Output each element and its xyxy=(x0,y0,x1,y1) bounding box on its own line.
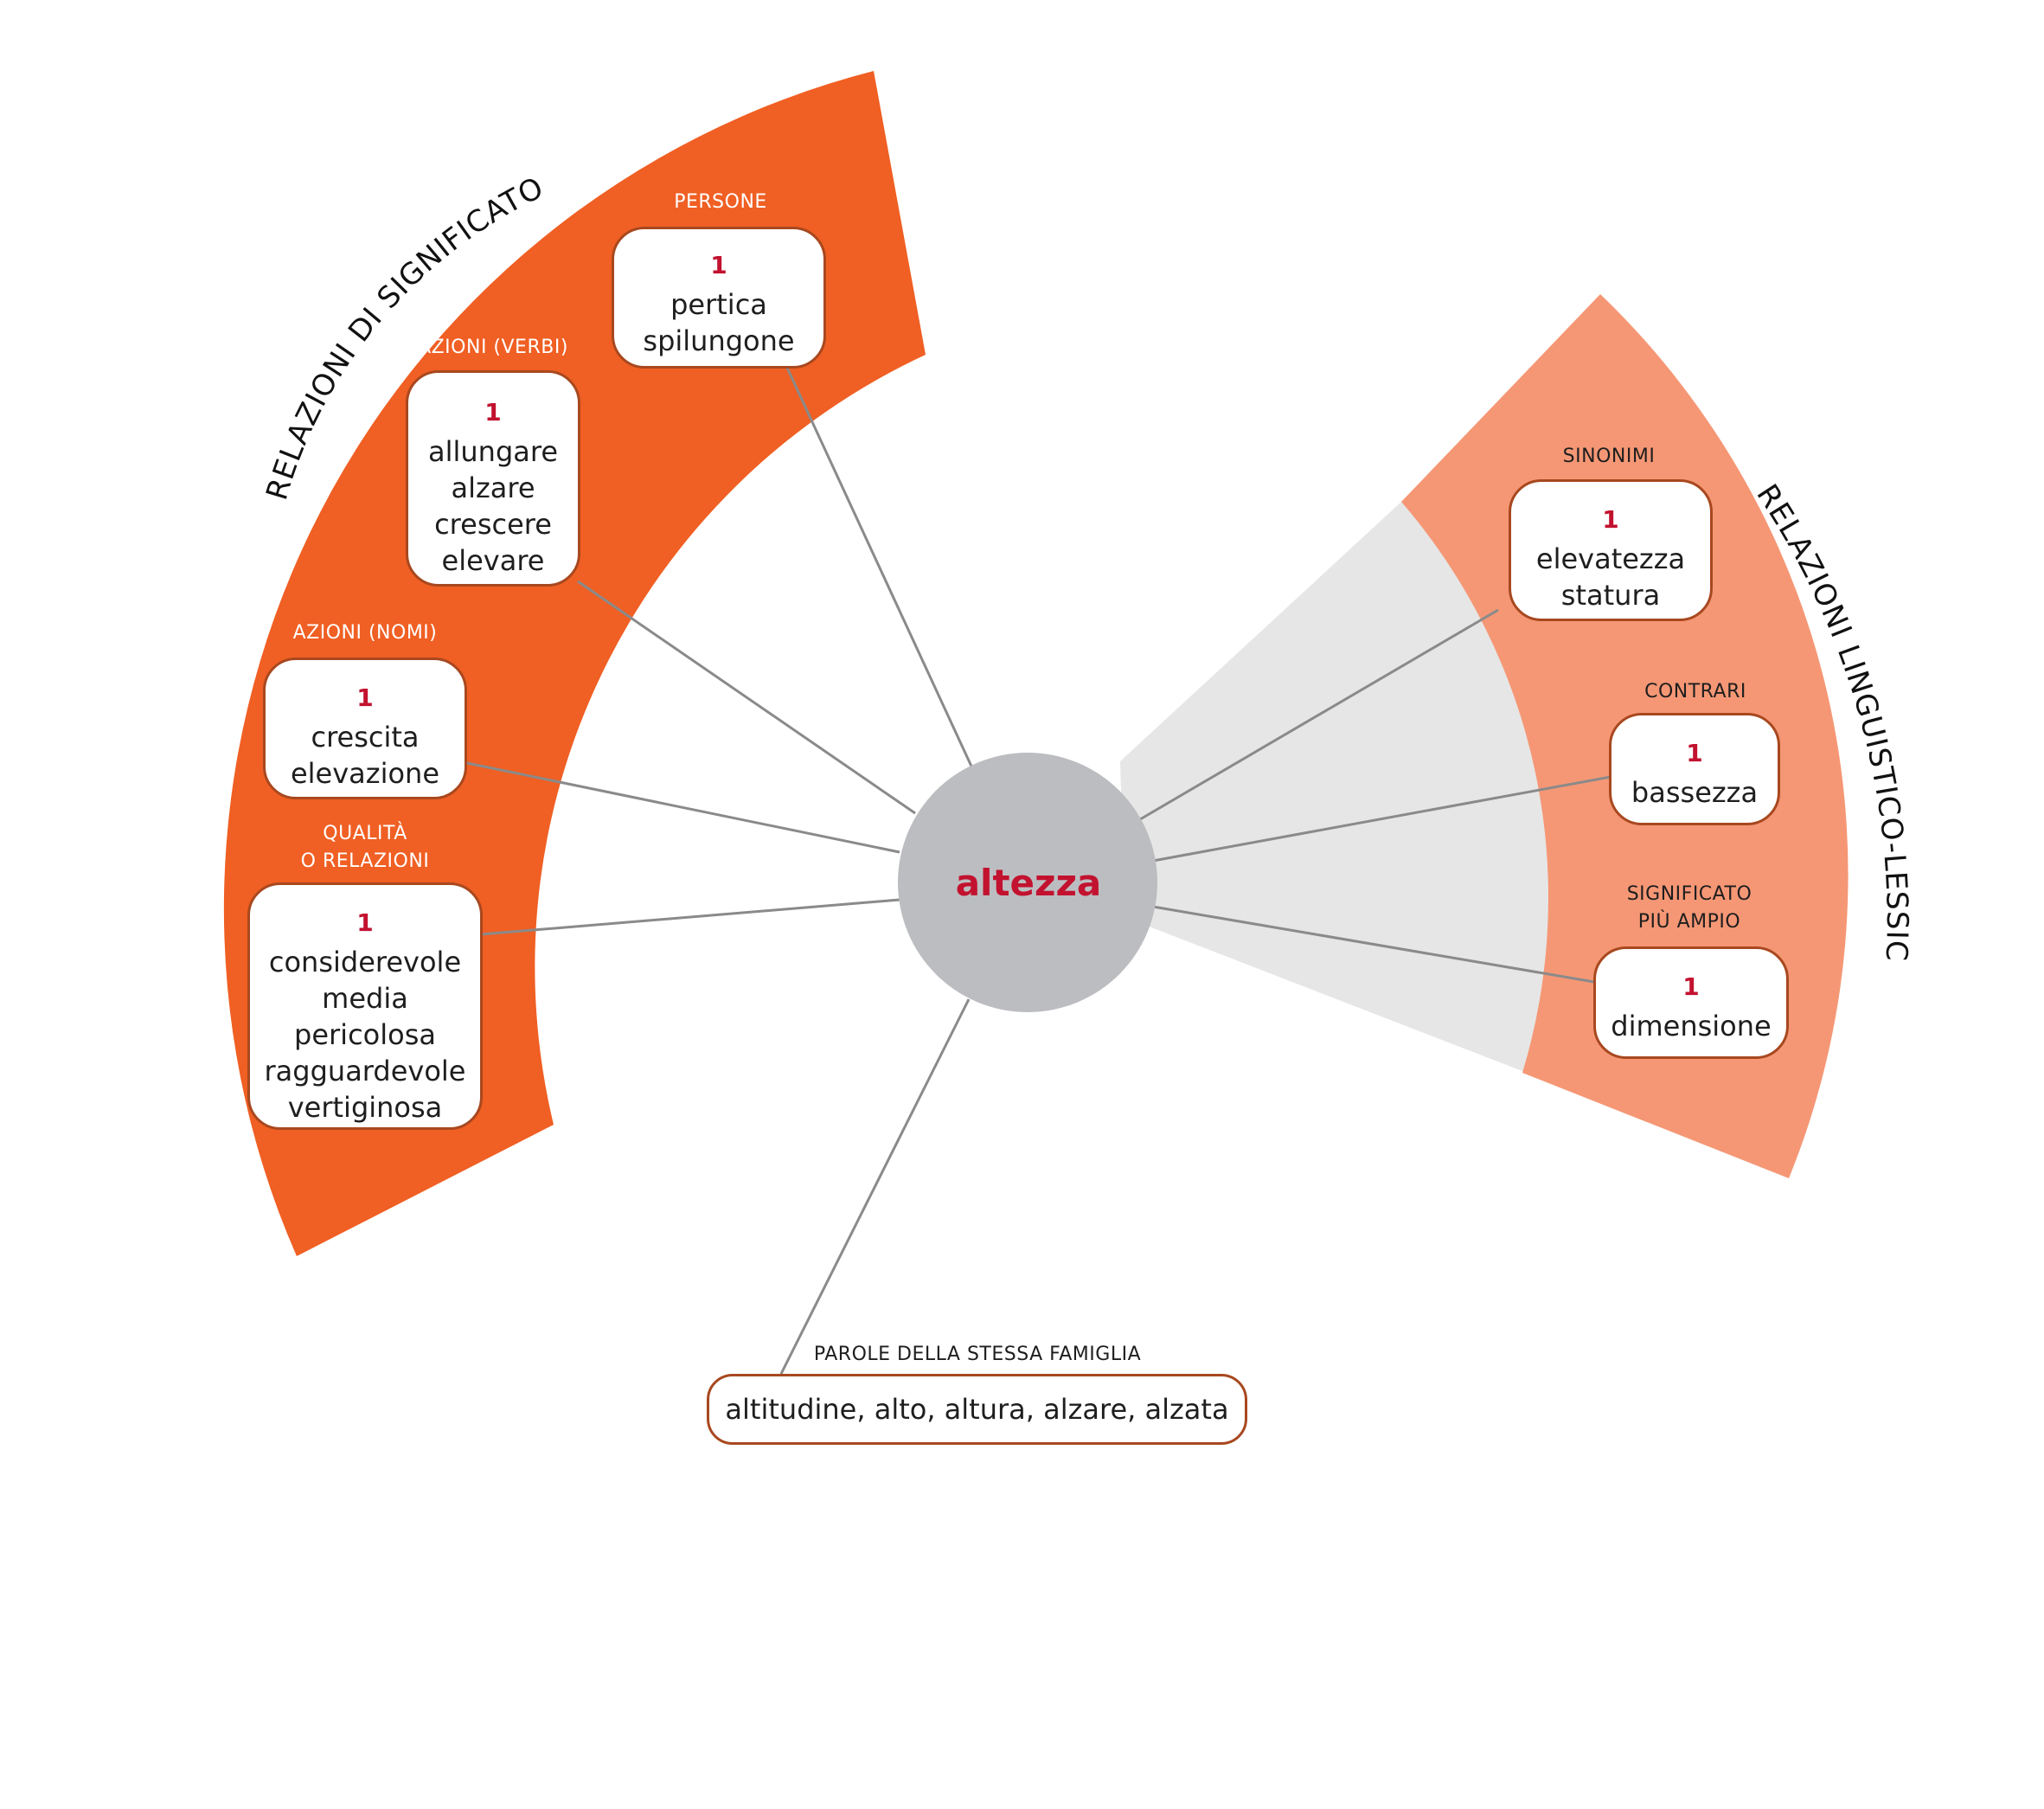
connector-azioni-verbi xyxy=(577,580,916,815)
label-azioni-verbi: AZIONI (VERBI) xyxy=(418,337,568,358)
word-spilungone: spilungone xyxy=(643,324,795,357)
connector-famiglia xyxy=(779,998,971,1375)
connector-qualita xyxy=(480,898,900,936)
word-bassezza: bassezza xyxy=(1631,776,1759,809)
connector-contrari xyxy=(1152,775,1611,863)
box-persone: 1 pertica spilungone xyxy=(612,227,826,369)
label-qualita-line2: O RELAZIONI xyxy=(300,850,430,872)
word-elevatezza: elevatezza xyxy=(1535,542,1686,575)
word-pericolosa: pericolosa xyxy=(294,1018,436,1051)
connector-azioni-nomi xyxy=(466,761,900,854)
label-qualita-line1: QUALITÀ xyxy=(323,823,407,844)
word-statura: statura xyxy=(1560,579,1661,612)
box-azioni-verbi-number: 1 xyxy=(484,398,502,427)
box-significato: 1 dimensione xyxy=(1593,946,1789,1059)
word-crescita: crescita xyxy=(311,721,420,754)
label-persone: PERSONE xyxy=(674,191,767,213)
connector-sinonimi xyxy=(1135,608,1499,824)
word-crescere: crescere xyxy=(434,508,552,541)
box-sinonimi: 1 elevatezza statura xyxy=(1509,479,1713,621)
right-inner-wedge xyxy=(1120,502,1561,1073)
connector-persone xyxy=(785,367,975,771)
word-elevazione: elevazione xyxy=(290,757,440,790)
word-dimensione: dimensione xyxy=(1611,1010,1772,1042)
word-pertica: pertica xyxy=(670,288,767,321)
box-contrari: 1 bassezza xyxy=(1609,713,1780,825)
word-allungare: allungare xyxy=(427,435,558,468)
word-elevare: elevare xyxy=(441,544,545,577)
center-word: altezza xyxy=(955,862,1102,904)
label-significato-line1: SIGNIFICATO xyxy=(1626,883,1752,905)
box-sinonimi-number: 1 xyxy=(1602,505,1619,534)
label-significato: SIGNIFICATO PIÙ AMPIO xyxy=(1603,881,1776,936)
box-azioni-nomi: 1 crescita elevazione xyxy=(263,658,467,799)
box-significato-number: 1 xyxy=(1682,972,1700,1001)
label-famiglia: PAROLE DELLA STESSA FAMIGLIA xyxy=(813,1344,1142,1365)
word-considerevole: considerevole xyxy=(268,946,462,978)
word-ragguardevole: ragguardevole xyxy=(264,1055,466,1087)
box-azioni-nomi-number: 1 xyxy=(356,683,374,712)
label-qualita: QUALITÀ O RELAZIONI xyxy=(279,820,452,876)
center-circle xyxy=(898,753,1157,1012)
label-contrari: CONTRARI xyxy=(1644,681,1746,702)
word-alzare: alzare xyxy=(451,471,535,504)
label-significato-line2: PIÙ AMPIO xyxy=(1637,911,1741,933)
label-azioni-nomi: AZIONI (NOMI) xyxy=(292,622,438,644)
box-qualita: 1 considerevole media pericolosa ragguar… xyxy=(247,882,483,1130)
word-vertiginosa: vertiginosa xyxy=(287,1091,443,1124)
box-azioni-verbi: 1 allungare alzare crescere elevare xyxy=(406,370,580,587)
word-media: media xyxy=(322,982,408,1015)
box-famiglia: altitudine, alto, altura, alzare, alzata xyxy=(707,1374,1247,1445)
label-sinonimi: SINONIMI xyxy=(1562,446,1656,467)
box-qualita-number: 1 xyxy=(356,908,374,937)
box-contrari-number: 1 xyxy=(1686,739,1703,767)
connector-significato xyxy=(1152,905,1595,984)
box-persone-number: 1 xyxy=(710,251,727,279)
